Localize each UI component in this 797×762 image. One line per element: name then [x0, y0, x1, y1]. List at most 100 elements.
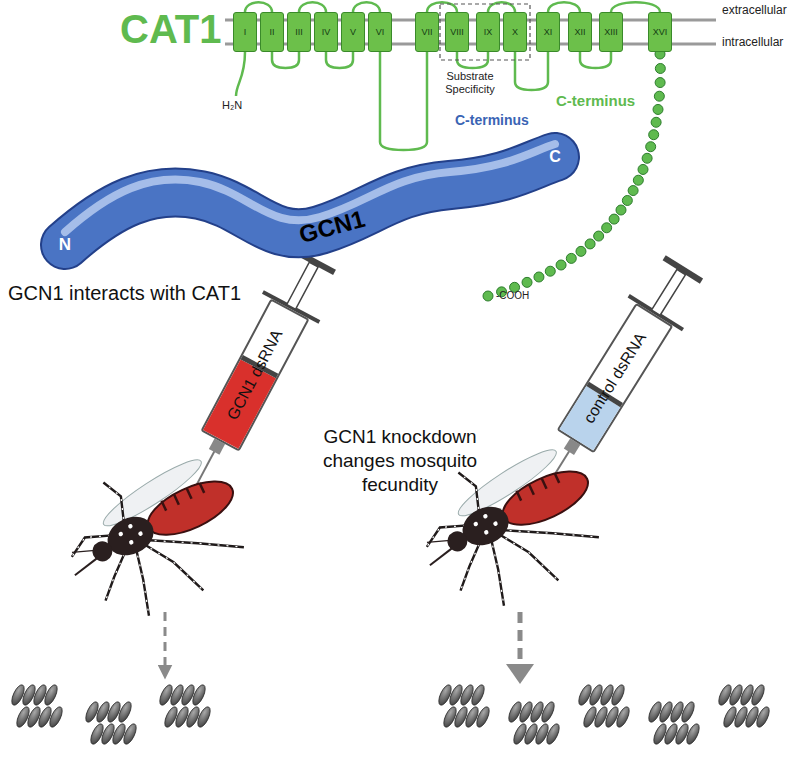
helix-number: IX: [484, 27, 493, 37]
egg-clutch: [190, 683, 207, 707]
mosquito: [72, 558, 99, 575]
mosquito: [473, 521, 479, 527]
terminus-label: C-terminus: [556, 92, 635, 109]
mosquito: [542, 479, 547, 489]
egg-clutch: [544, 722, 561, 746]
mosquito: [517, 491, 522, 501]
result-text: GCN1 knockdown changes mosquito fecundit…: [320, 425, 480, 496]
result-arrow: [164, 612, 167, 672]
protein-loop: [380, 52, 427, 150]
helix-number: III: [295, 27, 303, 37]
c-terminus-beads: [655, 63, 665, 73]
helix-number: VIII: [450, 27, 464, 37]
c-terminus-beads: [594, 231, 604, 241]
c-terminus-beads: [602, 223, 612, 233]
syringe-barrel: control dsRNA: [557, 303, 674, 454]
region-note: Substrate Specificity: [430, 70, 510, 95]
mosquito: [138, 531, 144, 537]
c-terminus-beads: [534, 272, 544, 282]
egg-clutch: [9, 683, 771, 746]
mosquito: [482, 513, 488, 519]
transmembrane-helix: XIII: [599, 12, 623, 52]
protein-loop: [548, 2, 580, 12]
caption-text: GCN1 interacts with CAT1: [8, 282, 241, 305]
mosquito: [475, 537, 519, 606]
transmembrane-helix: IX: [476, 12, 500, 52]
transmembrane-helix: XVI: [648, 12, 672, 52]
transmembrane-helix: V: [341, 12, 365, 52]
c-terminus-beads: [622, 195, 632, 205]
egg-clutch: [749, 683, 766, 707]
helix-number: II: [269, 27, 274, 37]
mosquito: [44, 434, 265, 637]
helix-number: VI: [376, 27, 385, 37]
c-terminus-beads: [651, 117, 661, 127]
mosquito: [200, 483, 205, 493]
c-terminus-beads: [654, 91, 664, 101]
mosquito: [427, 548, 454, 565]
mosquito: [72, 543, 95, 560]
mosquito: [140, 471, 240, 546]
egg-clutch: [539, 700, 556, 724]
terminus-label: C-terminus: [455, 112, 529, 128]
helix-number: IV: [322, 27, 331, 37]
protein-loop: [245, 2, 272, 12]
protein-loop: [326, 52, 353, 68]
c-terminus-beads: [653, 104, 663, 114]
c-terminus-beads: [556, 260, 566, 270]
mosquito: [495, 461, 595, 536]
egg-clutch: [47, 705, 64, 729]
syringe-parts: [287, 262, 318, 309]
specificity-box: [440, 4, 530, 60]
c-terminus-beads: [633, 175, 643, 185]
egg-clutch: [609, 683, 626, 707]
transmembrane-helix: VIII: [445, 12, 469, 52]
mosquito: [529, 485, 534, 495]
mosquito: [118, 531, 124, 537]
egg-clutch: [121, 722, 138, 746]
c-terminus-beads: [628, 186, 638, 196]
transmembrane-helix: II: [260, 12, 284, 52]
egg-clutch: [474, 705, 491, 729]
transmembrane-helix: IV: [314, 12, 338, 52]
mosquito: [120, 547, 164, 616]
transmembrane-helix: VI: [368, 12, 392, 52]
mosquito: [493, 521, 499, 527]
protein-loop: [580, 52, 611, 68]
syringe-parts: [514, 250, 712, 514]
protein-loop: [515, 52, 548, 90]
c-terminus-beads: [616, 205, 626, 215]
c-terminus-beads: [655, 78, 665, 88]
mosquito: [162, 501, 167, 511]
terminus-label: H₂N: [222, 99, 242, 112]
c-terminus-beads: [522, 277, 532, 287]
mosquito: [120, 547, 164, 616]
helix-number: XIII: [604, 27, 618, 37]
c-terminus-beads: [646, 142, 656, 152]
egg-clutch: [42, 683, 59, 707]
mosquito: [174, 495, 179, 505]
c-terminus-beads: [585, 239, 595, 249]
region-label: extracellular: [722, 4, 787, 18]
protein-loop: [245, 2, 660, 150]
transmembrane-helix: X: [503, 12, 527, 52]
syringe-parts: [652, 269, 686, 315]
mosquito: [475, 537, 519, 606]
c-terminus-beads: [649, 130, 659, 140]
egg-clutch: [195, 705, 212, 729]
protein-loop: [353, 2, 380, 12]
protein-loop: [611, 2, 660, 12]
c-terminus-beads: [638, 164, 648, 174]
helix-number: X: [512, 27, 518, 37]
result-arrow: [506, 664, 534, 684]
mosquito: [427, 533, 450, 550]
result-arrow: [518, 612, 523, 664]
c-terminus-beads: [545, 266, 555, 276]
c-terminus-beads: [483, 291, 493, 301]
egg-clutch: [679, 700, 696, 724]
transmembrane-helix: XI: [536, 12, 560, 52]
